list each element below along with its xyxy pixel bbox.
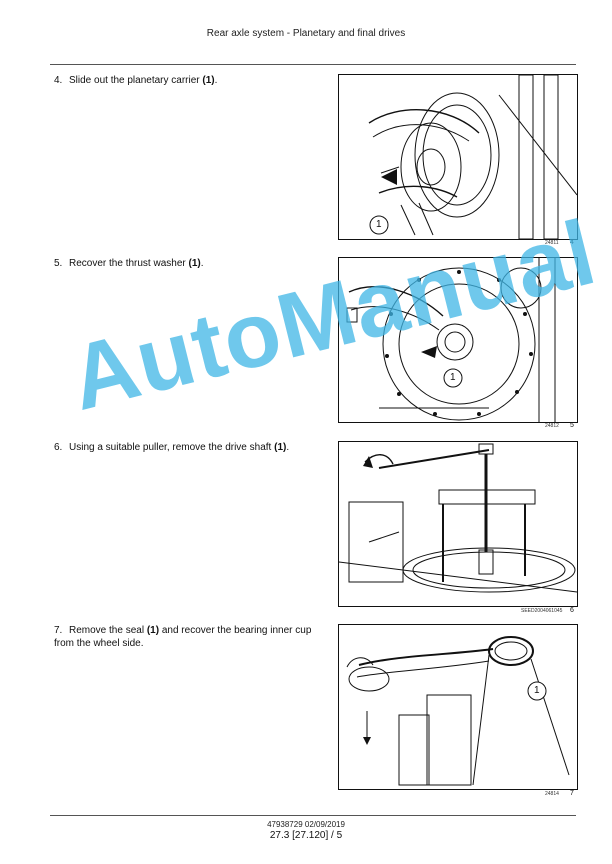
page-header-title: Rear axle system - Planetary and final d… bbox=[206, 28, 406, 39]
figure-5-callout-label: 1 bbox=[450, 372, 456, 383]
figure-4-code: 24811 bbox=[545, 240, 559, 246]
step-number: 6. bbox=[54, 442, 63, 453]
step-post: . bbox=[286, 442, 290, 453]
figure-6-number: 6 bbox=[570, 607, 574, 614]
figure-6-code: SEED2004061045 bbox=[521, 608, 563, 614]
step-post: . bbox=[200, 258, 204, 269]
step-callout: (1) bbox=[146, 625, 160, 636]
figure-4: 1 bbox=[338, 74, 578, 240]
step-callout: (1) bbox=[188, 258, 201, 269]
figure-5-number: 5 bbox=[570, 422, 574, 429]
figure-4-callout-label: 1 bbox=[376, 219, 382, 230]
figure-7: 1 bbox=[338, 624, 578, 790]
step-pre: Slide out the planetary carrier bbox=[69, 75, 203, 86]
figure-5-code: 24812 bbox=[545, 423, 559, 429]
step-number: 7. bbox=[54, 625, 63, 636]
step-4-text: 4. Slide out the planetary carrier (1). bbox=[54, 74, 324, 87]
step-number: 5. bbox=[54, 258, 63, 269]
footer-page-number: 27.3 [27.120] / 5 bbox=[269, 830, 343, 841]
step-7-text: 7. Remove the seal (1) and recover the be… bbox=[54, 624, 324, 650]
seal-removal-illustration bbox=[346, 636, 570, 786]
figure-7-callout-label: 1 bbox=[534, 685, 540, 696]
puller-illustration bbox=[339, 443, 577, 593]
step-pre: Using a suitable puller, remove the driv… bbox=[69, 442, 275, 453]
step-pre: Remove the seal bbox=[69, 625, 147, 636]
header-rule bbox=[50, 64, 576, 65]
figure-7-code: 24814 bbox=[545, 791, 559, 797]
step-post: . bbox=[214, 75, 218, 86]
figure-7-number: 7 bbox=[570, 790, 574, 797]
step-number: 4. bbox=[54, 75, 63, 86]
step-callout: (1) bbox=[274, 442, 287, 453]
step-pre: Recover the thrust washer bbox=[69, 258, 189, 269]
step-5-text: 5. Recover the thrust washer (1). bbox=[54, 257, 324, 270]
figure-6: 1 bbox=[338, 441, 578, 607]
figure-4-number: 4 bbox=[570, 239, 574, 246]
step-post: and recover the bearing inner cup from t… bbox=[54, 625, 312, 649]
footer-rule bbox=[50, 815, 576, 816]
step-callout: (1) bbox=[202, 75, 215, 86]
figure-5: 1 bbox=[338, 257, 578, 423]
footer-doc-id: 47938729 02/09/2019 bbox=[267, 820, 345, 829]
planetary-carrier-illustration bbox=[368, 75, 577, 239]
thrust-washer-illustration bbox=[346, 258, 556, 422]
step-6-text: 6. Using a suitable puller, remove the dr… bbox=[54, 441, 324, 454]
